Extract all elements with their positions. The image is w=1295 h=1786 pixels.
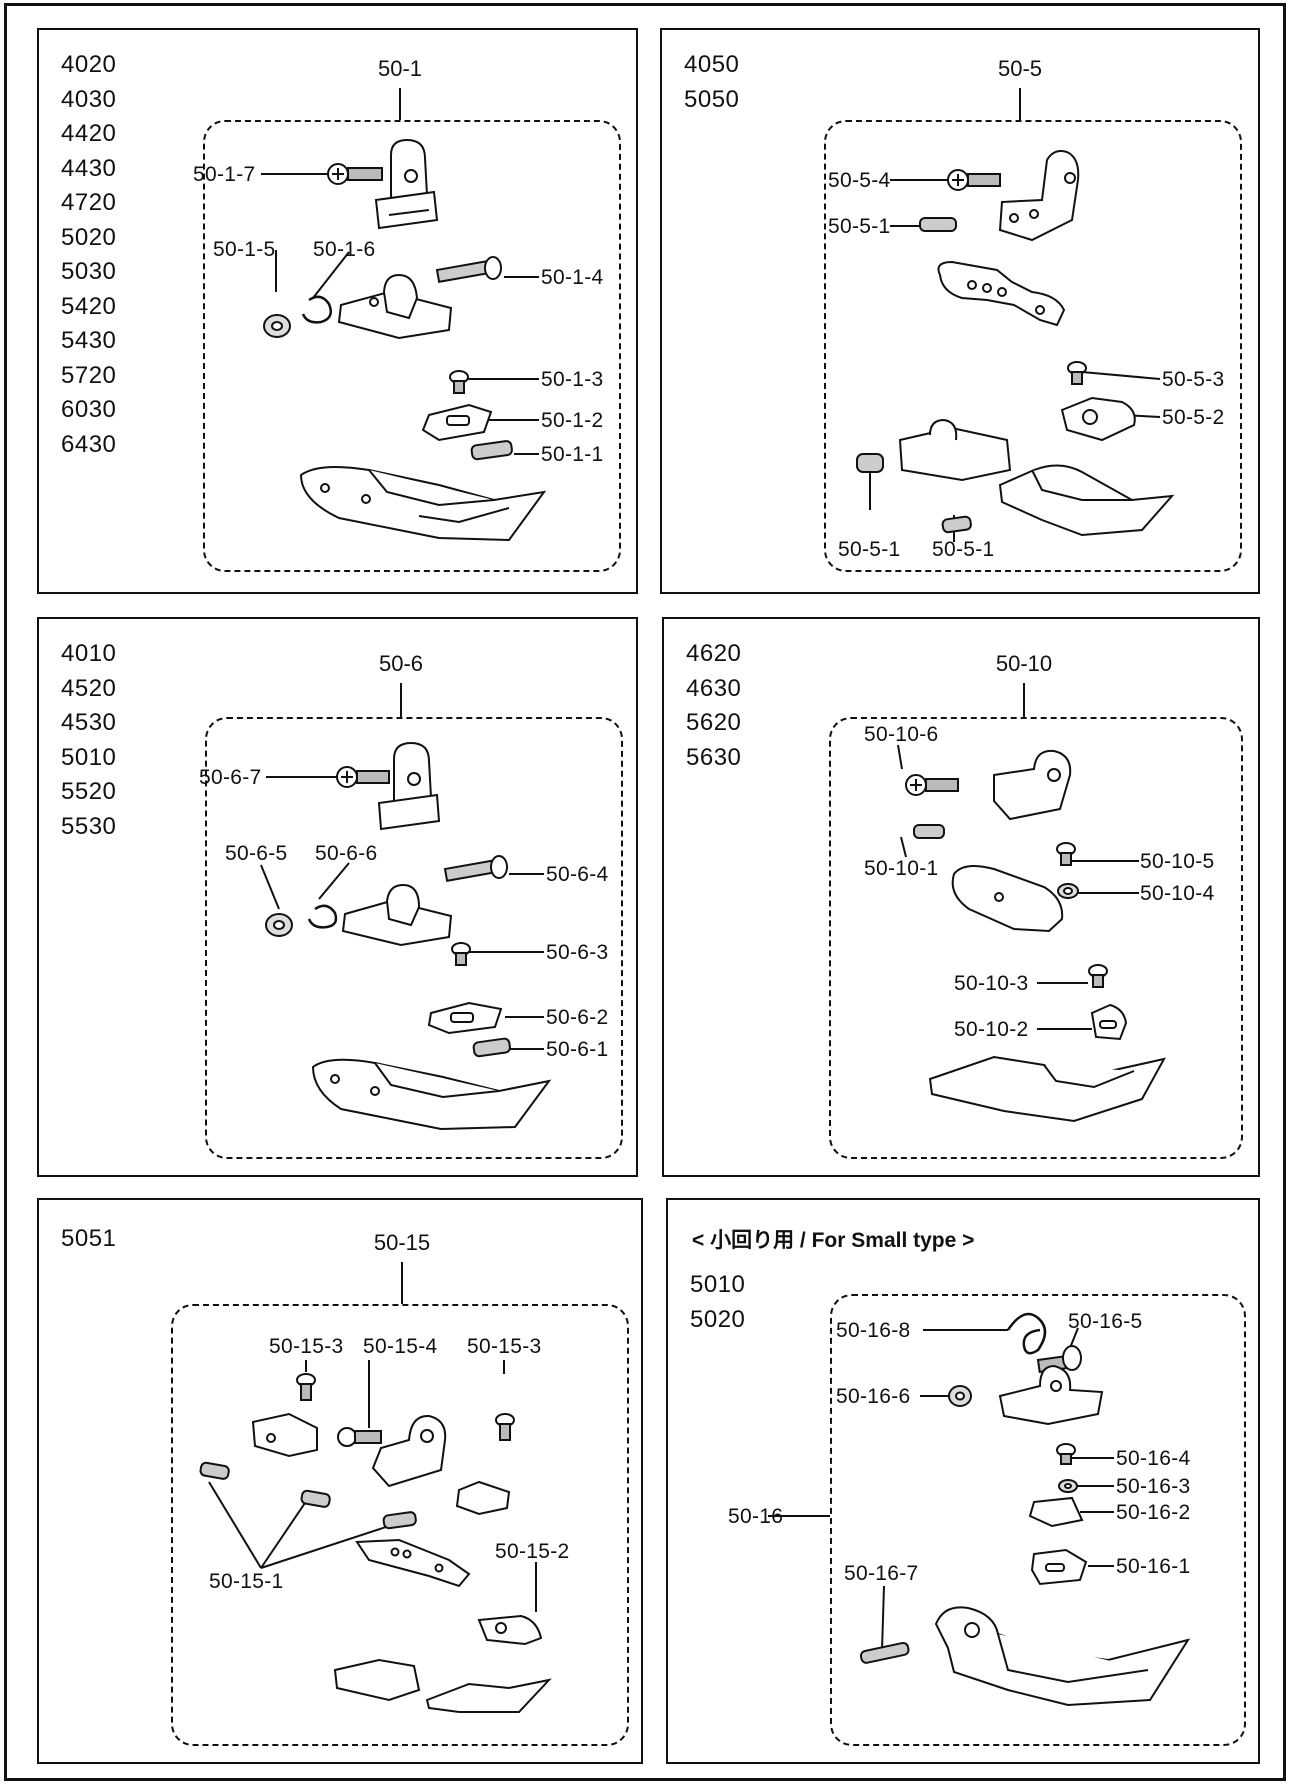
model-list: 4020 4030 4420 4430 4720 5020 5030 5420 … — [61, 48, 116, 462]
page-frame — [4, 3, 1286, 1781]
part-number-label: 50-16-8 — [836, 1319, 911, 1342]
assembly-boundary — [203, 120, 621, 572]
part-number-label: 50-1-2 — [541, 409, 604, 432]
model-number: 4420 — [61, 120, 117, 147]
part-number-label: 50-5-3 — [1162, 368, 1225, 391]
model-number: 5430 — [61, 327, 117, 354]
presser-foot-exploded-drawing — [199, 1262, 552, 1713]
model-list: 4620 4630 5620 5630 — [686, 637, 741, 775]
model-number: 5010 — [61, 743, 117, 771]
model-number: 4530 — [61, 709, 117, 736]
model-number: 5020 — [61, 223, 117, 251]
assembly-boundary — [171, 1304, 629, 1746]
model-list: 4010 4520 4530 5010 5520 5530 — [61, 637, 116, 844]
part-number-label: 50-5-1 — [838, 538, 901, 561]
model-number: 4430 — [61, 154, 117, 182]
part-number-label: 50-15-4 — [363, 1335, 438, 1358]
assembly-number: 50-5 — [997, 56, 1043, 81]
model-number: 4010 — [61, 640, 117, 667]
part-number-label: 50-6-6 — [315, 842, 378, 865]
small-type-note: < 小回り用 / For Small type > — [692, 1229, 975, 1252]
model-number: 5051 — [61, 1225, 117, 1252]
presser-foot-exploded-drawing — [768, 1312, 1191, 1707]
model-number: 4630 — [686, 674, 742, 702]
part-number-label: 50-15-3 — [269, 1335, 344, 1358]
assembly-boundary — [205, 717, 623, 1159]
part-number-label: 50-1-4 — [541, 266, 604, 289]
part-number-label: 50-6-4 — [546, 863, 609, 886]
part-number-label: 50-6-7 — [199, 766, 262, 789]
part-number-label: 50-16-4 — [1116, 1447, 1191, 1470]
model-number: 4720 — [61, 189, 117, 216]
model-number: 4520 — [61, 674, 117, 702]
model-number: 5050 — [684, 85, 740, 113]
part-number-label: 50-1-6 — [313, 238, 376, 261]
part-number-label: 50-10-6 — [864, 723, 939, 746]
model-number: 5630 — [686, 743, 742, 771]
panel-50-15: 5051 50-15 — [37, 1198, 643, 1764]
model-number: 6030 — [61, 396, 117, 423]
assembly-number: 50-10 — [995, 651, 1053, 676]
part-number-label: 50-1-5 — [213, 238, 276, 261]
assembly-number: 50-16 — [728, 1505, 784, 1528]
model-number: 5020 — [690, 1305, 746, 1333]
part-number-label: 50-15-1 — [209, 1570, 284, 1593]
model-number: 5030 — [61, 258, 117, 285]
model-number: 5620 — [686, 709, 742, 736]
panel-50-6: 4010 4520 4530 5010 5520 5530 50-6 — [37, 617, 638, 1177]
panel-50-1: 4020 4030 4420 4430 4720 5020 5030 5420 … — [37, 28, 638, 594]
model-number: 4020 — [61, 51, 117, 78]
part-number-label: 50-6-5 — [225, 842, 288, 865]
assembly-number: 50-15 — [373, 1230, 431, 1255]
part-number-label: 50-16-3 — [1116, 1475, 1191, 1498]
model-number: 5720 — [61, 361, 117, 389]
model-list: 5051 — [61, 1222, 116, 1257]
assembly-number: 50-1 — [377, 56, 423, 81]
model-number: 6430 — [61, 430, 117, 458]
part-number-label: 50-5-2 — [1162, 406, 1225, 429]
part-number-label: 50-1-7 — [193, 163, 256, 186]
part-number-label: 50-16-2 — [1116, 1501, 1191, 1524]
panel-50-16: < 小回り用 / For Small type > 5010 5020 — [666, 1198, 1260, 1764]
assembly-number: 50-6 — [378, 651, 424, 676]
assembly-boundary — [829, 717, 1243, 1159]
presser-foot-exploded-drawing — [856, 88, 1175, 542]
presser-foot-exploded-drawing — [897, 683, 1166, 1123]
model-number: 5010 — [690, 1271, 746, 1298]
model-number: 5420 — [61, 292, 117, 320]
part-number-label: 50-5-1 — [932, 538, 995, 561]
presser-foot-exploded-drawing — [260, 683, 552, 1131]
model-number: 4030 — [61, 85, 117, 113]
part-number-label: 50-10-1 — [864, 857, 939, 880]
part-number-label: 50-10-3 — [954, 972, 1029, 995]
part-number-label: 50-1-1 — [541, 443, 604, 466]
panel-50-10: 4620 4630 5620 5630 50-10 — [662, 617, 1260, 1177]
part-number-label: 50-5-4 — [828, 169, 891, 192]
part-number-label: 50-16-1 — [1116, 1555, 1191, 1578]
model-number: 5530 — [61, 812, 117, 840]
part-number-label: 50-1-3 — [541, 368, 604, 391]
part-number-label: 50-15-3 — [467, 1335, 542, 1358]
part-number-label: 50-15-2 — [495, 1540, 570, 1563]
assembly-boundary — [830, 1294, 1246, 1746]
presser-foot-exploded-drawing — [261, 88, 547, 542]
panel-50-5: 4050 5050 50-5 — [660, 28, 1260, 594]
part-number-label: 50-16-6 — [836, 1385, 911, 1408]
assembly-boundary — [824, 120, 1242, 572]
part-number-label: 50-6-3 — [546, 941, 609, 964]
model-list: 4050 5050 — [684, 48, 739, 117]
model-number: 4050 — [684, 51, 740, 78]
part-number-label: 50-16-7 — [844, 1562, 919, 1585]
part-number-label: 50-10-2 — [954, 1018, 1029, 1041]
model-number: 5520 — [61, 778, 117, 805]
part-number-label: 50-6-1 — [546, 1038, 609, 1061]
part-number-label: 50-10-4 — [1140, 882, 1215, 905]
model-number: 4620 — [686, 640, 742, 667]
part-number-label: 50-10-5 — [1140, 850, 1215, 873]
model-list: 5010 5020 — [690, 1268, 745, 1337]
part-number-label: 50-16-5 — [1068, 1310, 1143, 1333]
part-number-label: 50-5-1 — [828, 215, 891, 238]
part-number-label: 50-6-2 — [546, 1006, 609, 1029]
